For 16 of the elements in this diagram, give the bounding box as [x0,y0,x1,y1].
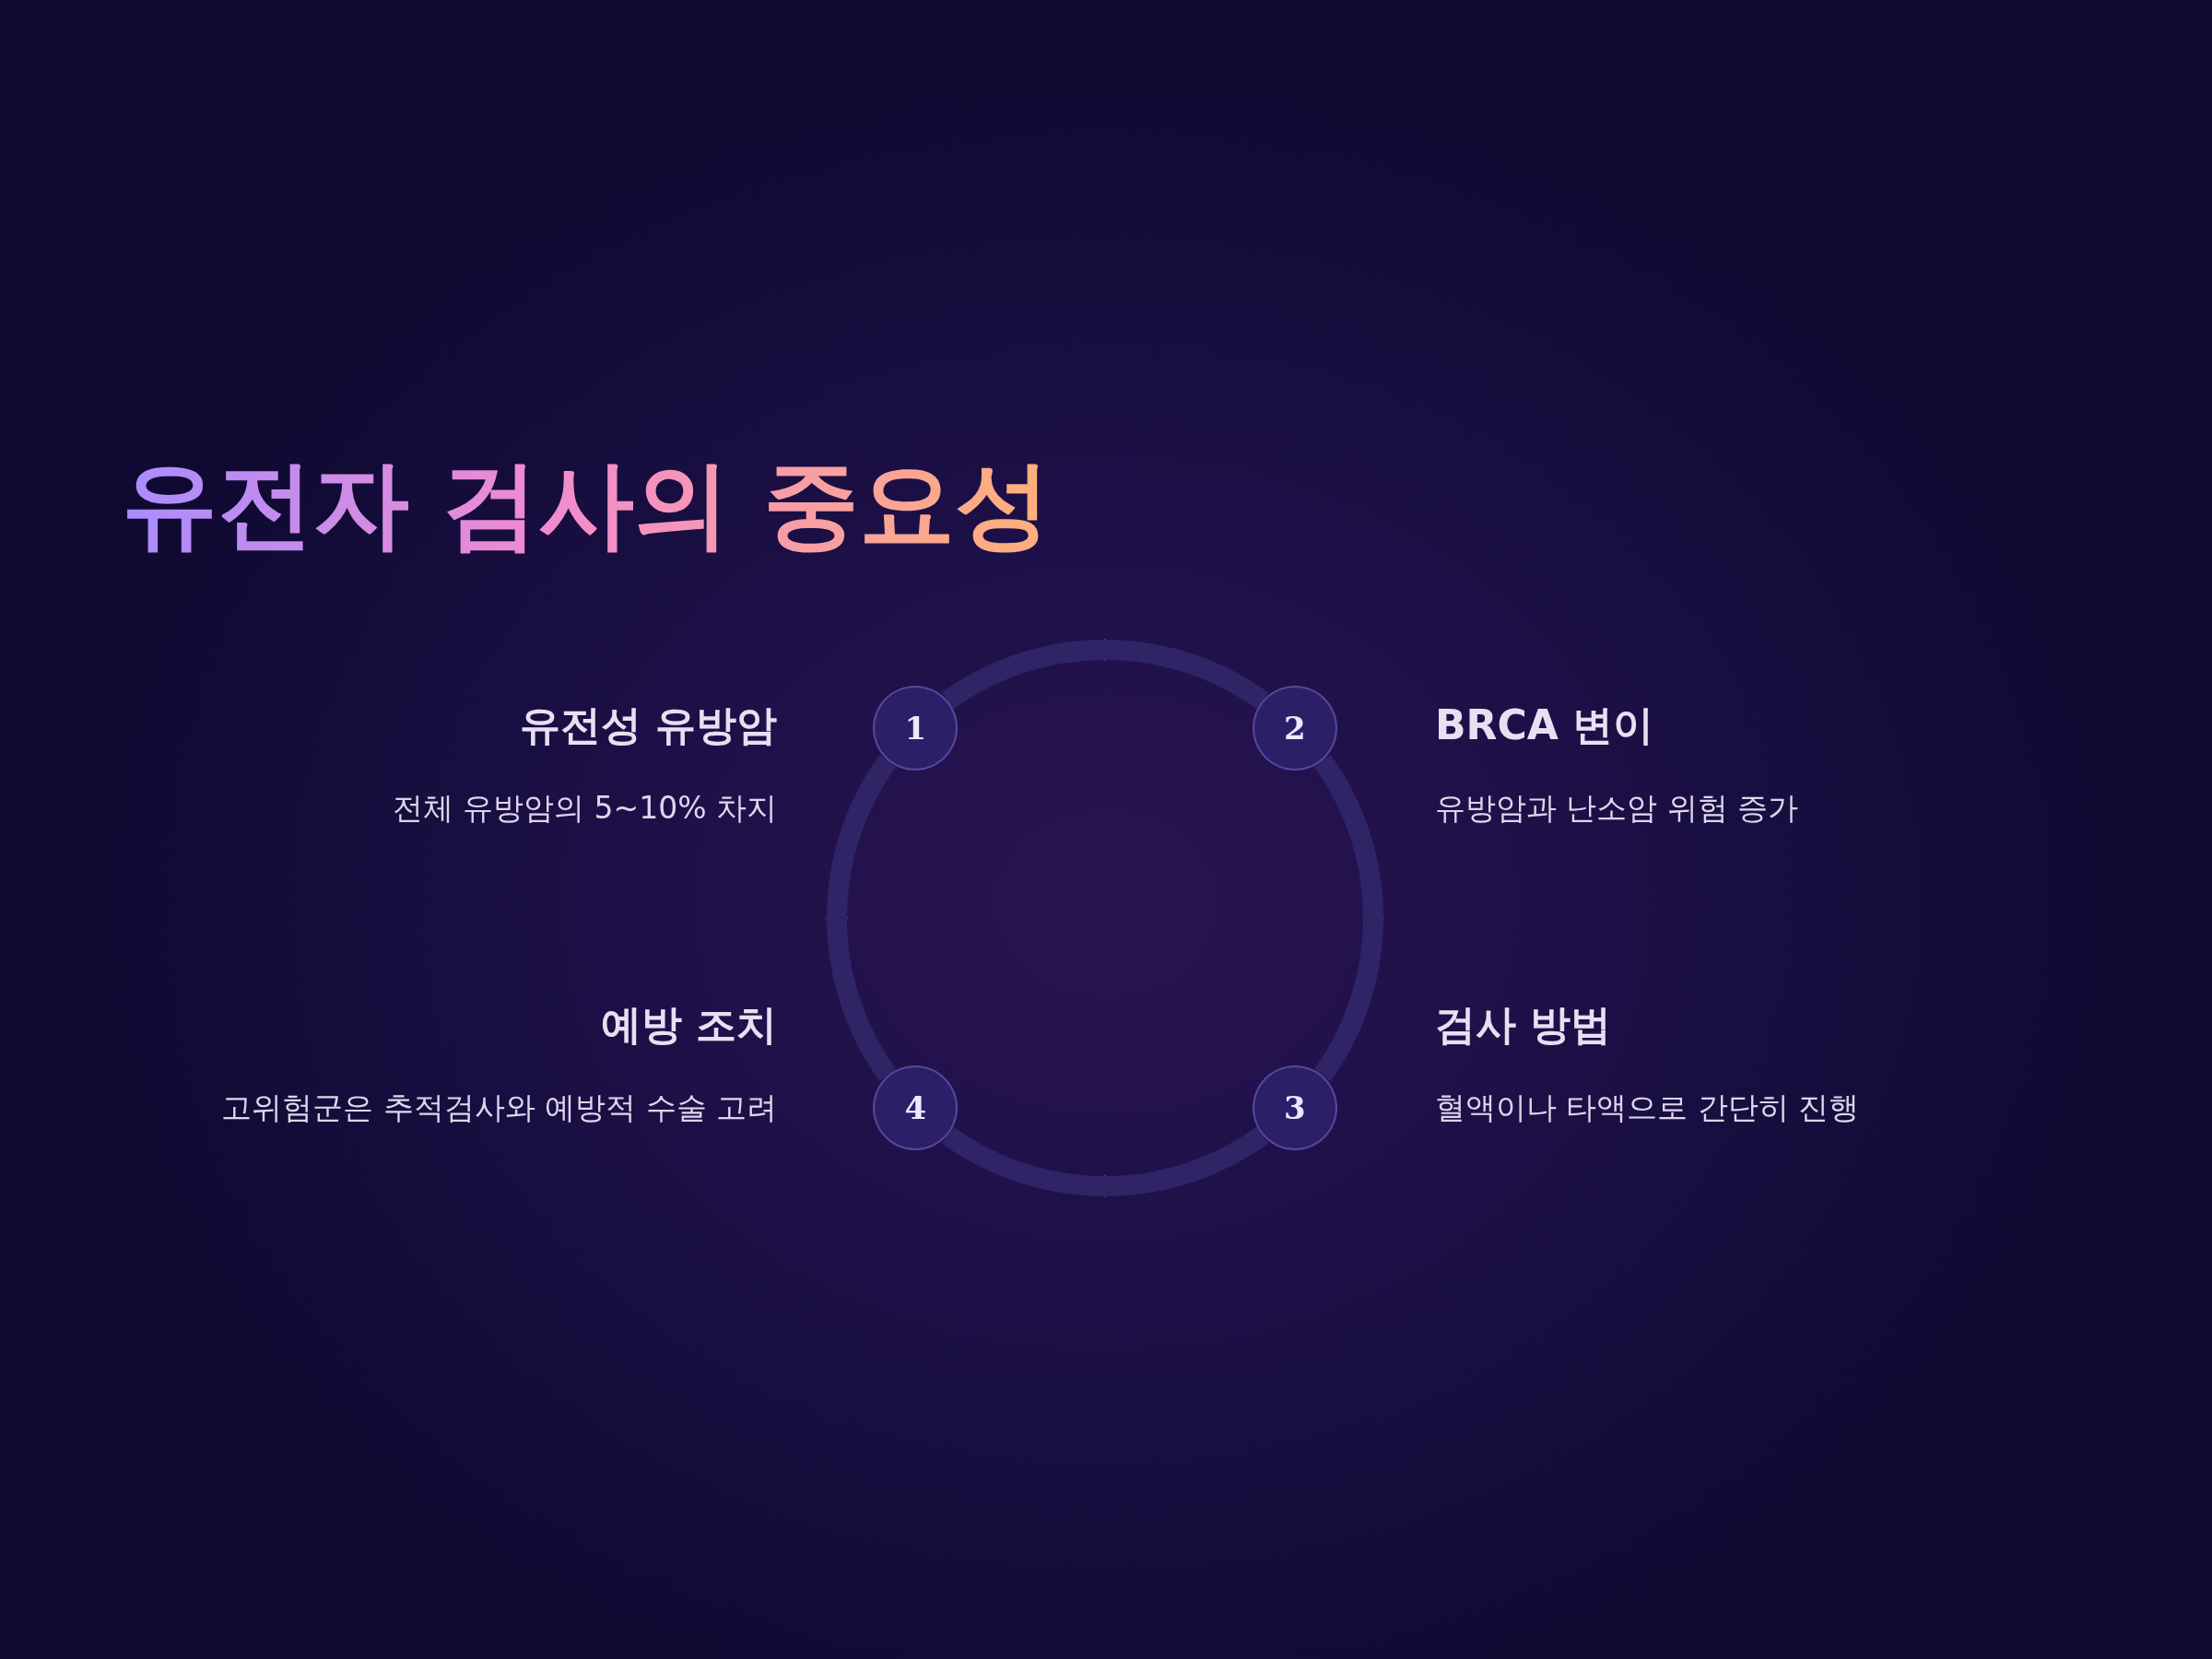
ring-arc [942,640,1268,710]
item-heading: 검사 방법 [1435,1001,1612,1048]
item-heading: 유전성 유방암 [519,701,777,748]
item-description: 혈액이나 타액으로 간단히 진행 [1435,1089,1860,1125]
item-heading: BRCA 변이 [1435,701,1654,748]
ring-arc [827,755,897,1081]
step-number: 3 [1283,1088,1306,1126]
step-number: 4 [904,1088,927,1126]
item-description: 유방암과 난소암 위험 증가 [1435,790,1799,826]
item-description: 전체 유방암의 5~10% 차지 [392,790,777,826]
item-heading: 예방 조치 [600,1001,777,1048]
ring-arc [942,1126,1268,1196]
step-number: 2 [1283,710,1306,747]
item-description: 고위험군은 추적검사와 예방적 수술 고려 [221,1089,777,1125]
ring-arc [1313,755,1383,1081]
step-number: 1 [904,710,927,747]
